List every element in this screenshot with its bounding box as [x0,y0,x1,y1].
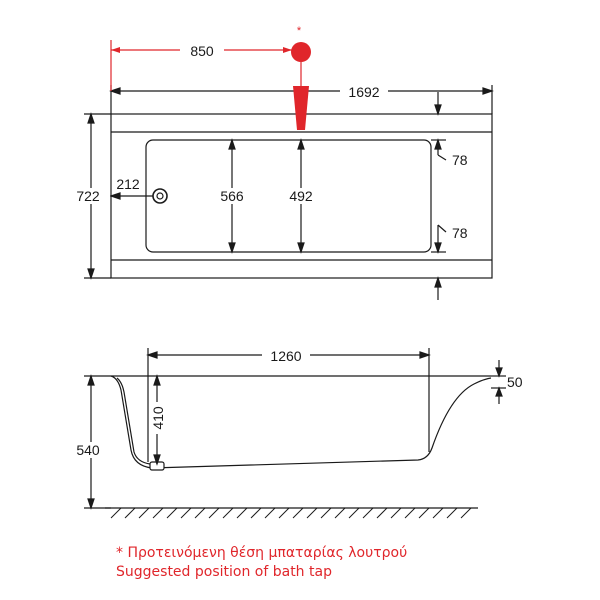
tap-position: * [110,25,311,130]
side-view [84,348,506,519]
arrow-rim-down-icon [495,367,503,378]
arrow-bottom-right-icon [419,351,431,359]
arrow-inner-top-icon [228,138,236,150]
arrow-height-top-icon [87,374,95,386]
drain-icon [152,188,168,204]
note-english: Suggested position of bath tap [116,564,332,580]
arrow-length-right-icon [482,87,494,95]
arrow-height-bottom-icon [87,498,95,510]
leader-rim-bottom [437,224,447,233]
label-tap-position: 850 [190,43,214,59]
drain-inner-icon [156,192,164,200]
arrow-depth-bottom-icon [153,454,161,466]
label-length: 1692 [348,84,379,100]
ground-hatching [110,507,472,519]
label-inner-width: 566 [220,188,244,204]
note-greek: * Προτεινόμενη θέση μπαταρίας λουτρού [116,545,408,561]
tub-profile [110,375,492,469]
label-drain-offset: 212 [116,176,140,192]
top-view [84,85,494,300]
arrow-tap-right-icon [283,47,292,53]
side-view-labels: 1260 410 540 50 [72,348,523,458]
label-rim-bottom: 78 [452,225,468,241]
arrow-rim-top-down-icon [434,104,442,116]
label-width: 722 [76,188,100,204]
label-bottom-length: 1260 [270,348,301,364]
arrow-drain-icon [109,192,121,200]
arrow-tap-left-icon [111,47,120,53]
tap-dot-icon [291,42,311,62]
tap-spout-icon [293,86,309,130]
top-view-labels: 850 1692 722 212 566 492 78 78 [72,43,468,241]
arrow-center-bottom-icon [297,242,305,254]
tub-inner-wall [116,377,151,465]
arrow-bottom-left-icon [146,351,158,359]
arrow-width-top-icon [87,112,95,124]
arrow-length-left-icon [109,87,121,95]
arrow-rim-top-up-icon [434,138,442,150]
arrow-center-top-icon [297,138,305,150]
arrow-rim-bottom-up-icon [434,276,442,288]
arrow-inner-bottom-icon [228,242,236,254]
arrow-depth-top-icon [153,374,161,386]
leader-rim-top [437,154,447,161]
arrow-rim-bottom-down-icon [434,242,442,254]
label-depth: 410 [150,406,166,430]
label-center-width: 492 [289,188,313,204]
tap-marker: * [297,25,302,37]
label-height: 540 [76,442,100,458]
arrow-width-bottom-icon [87,268,95,280]
arrow-rim-up-icon [495,386,503,397]
label-rim-top: 78 [452,152,468,168]
label-rim: 50 [507,374,523,390]
